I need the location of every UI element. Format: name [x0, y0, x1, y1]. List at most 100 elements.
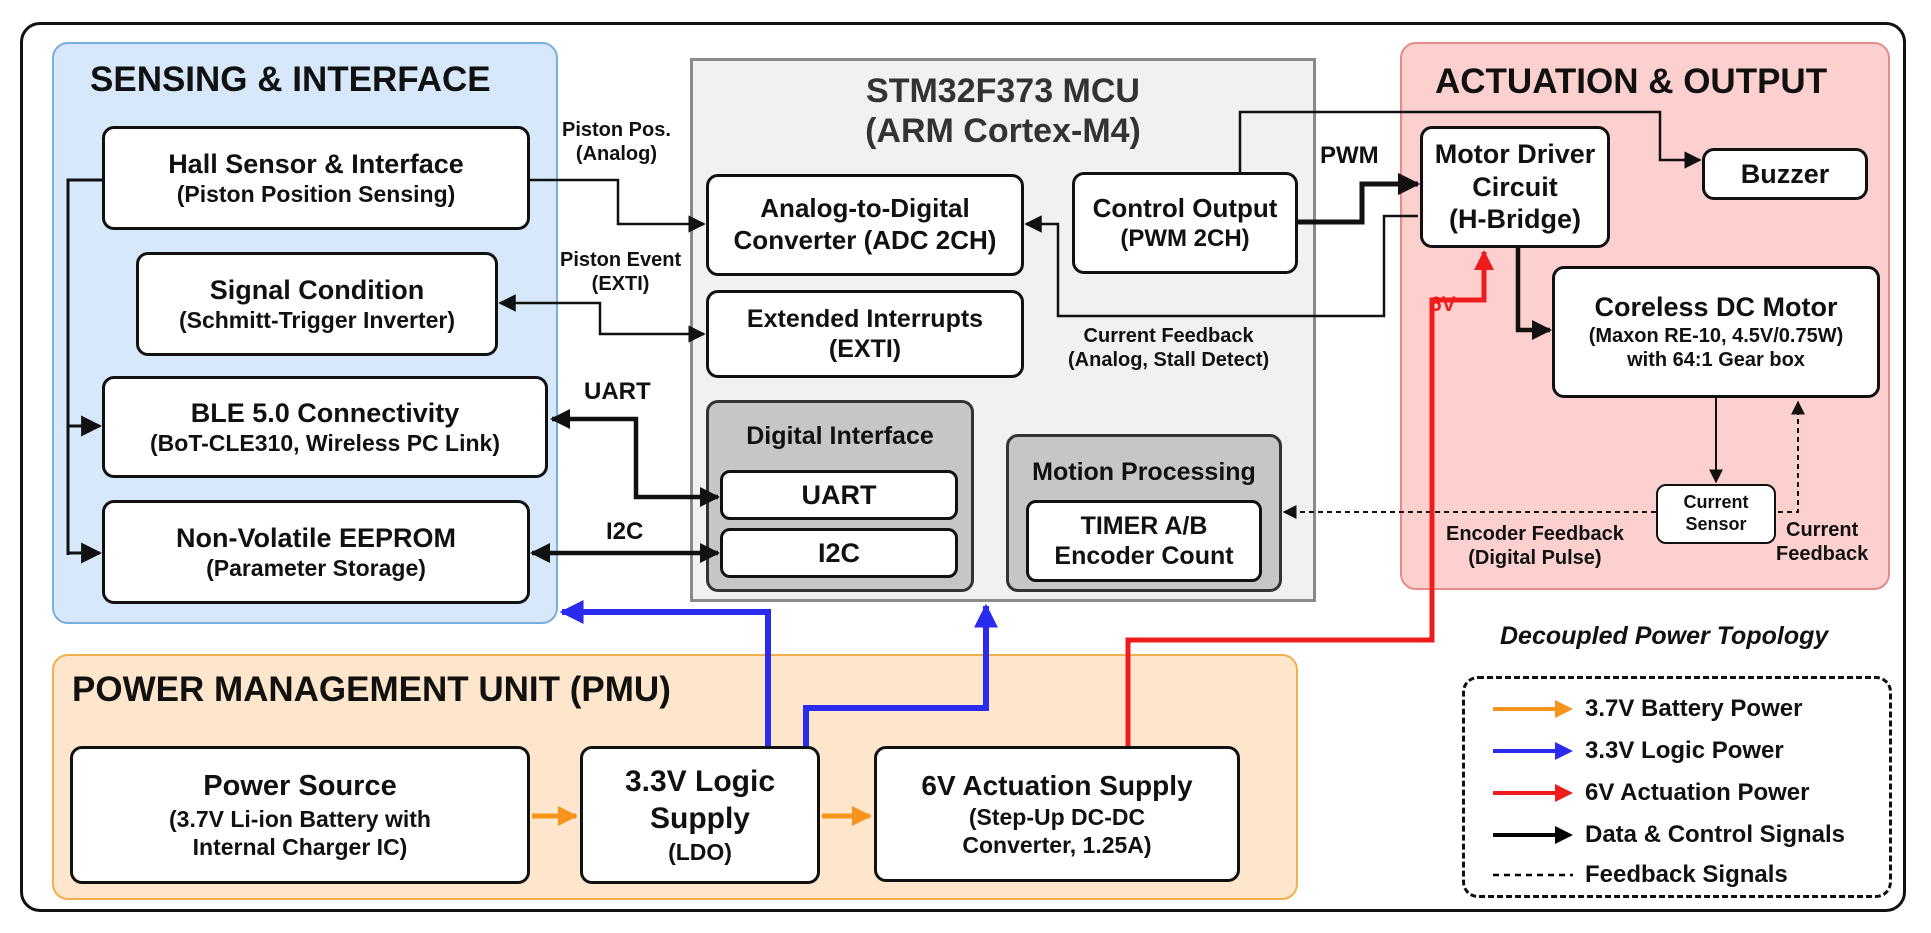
signal-condition-box: Signal Condition (Schmitt-Trigger Invert… [136, 252, 498, 356]
driver-to-motor-wire [1515, 248, 1553, 341]
hall-sensor-box: Hall Sensor & Interface (Piston Position… [102, 126, 530, 230]
timer-box: TIMER A/B Encoder Count [1026, 500, 1262, 582]
power-source-line2: (3.7V Li-ion Battery with [169, 805, 431, 832]
pwm-label: PWM [1320, 142, 1379, 169]
legend-arrow-logic [1493, 742, 1573, 760]
motor-spec: (Maxon RE-10, 4.5V/0.75W) [1588, 325, 1844, 348]
logic-supply-line2: Supply [649, 801, 750, 835]
sensing-title: SENSING & INTERFACE [90, 60, 491, 99]
signal-condition-subtitle: (Schmitt-Trigger Inverter) [178, 307, 456, 334]
piston-pos-label-1: Piston Pos. [562, 119, 671, 141]
legend-arrow-actuation [1493, 784, 1573, 802]
power-source-title: Power Source [203, 770, 397, 803]
legend-label-feedback: Feedback Signals [1585, 861, 1788, 888]
control-to-buzzer-wire [1238, 110, 1702, 172]
hall-to-adc-wire [530, 178, 706, 233]
legend-title: Decoupled Power Topology [1500, 622, 1829, 650]
current-sensor-line1: Current [1683, 492, 1749, 513]
coreless-motor-box: Coreless DC Motor (Maxon RE-10, 4.5V/0.7… [1552, 266, 1880, 398]
legend-item-data: Data & Control Signals [1489, 817, 1845, 853]
mcu-subtitle: (ARM Cortex-M4) [865, 112, 1141, 150]
legend-label-data: Data & Control Signals [1585, 821, 1846, 848]
adc-title: Analog-to-Digital [760, 193, 970, 224]
legend-arrow-battery [1493, 700, 1573, 718]
power-source-box: Power Source (3.7V Li-ion Battery with I… [70, 746, 530, 884]
piston-event-label-1: Piston Event [560, 249, 682, 271]
piston-pos-label: Piston Pos. (Analog) [562, 118, 671, 166]
six-volt-wire [1125, 250, 1494, 746]
adc-subtitle: Converter (ADC 2CH) [733, 225, 997, 255]
signal-exti-wire [498, 294, 706, 343]
control-output-title: Control Output [1092, 192, 1278, 223]
legend-label-actuation: 6V Actuation Power [1585, 779, 1810, 806]
exti-title: Extended Interrupts [746, 304, 984, 333]
buzzer-label: Buzzer [1740, 158, 1830, 189]
exti-subtitle: (EXTI) [828, 335, 902, 363]
digital-interface-title: Digital Interface [746, 422, 934, 450]
legend-arrow-data [1493, 826, 1573, 844]
legend-item-feedback: Feedback Signals [1489, 857, 1788, 893]
i2c-port-box: I2C [720, 528, 958, 578]
current-sensor-feedback-wire [1778, 400, 1805, 513]
uart-wire-label: UART [584, 378, 651, 405]
current-feedback-label-2: (Analog, Stall Detect) [1068, 349, 1270, 371]
current-feedback-label: Current Feedback (Analog, Stall Detect) [1068, 324, 1269, 372]
encoder-feedback-label-2: (Digital Pulse) [1468, 547, 1602, 569]
hall-sensor-subtitle: (Piston Position Sensing) [176, 181, 456, 208]
logic-supply-line3: (LDO) [668, 838, 732, 865]
power-source-line3: Internal Charger IC) [192, 833, 408, 860]
motor-driver-box: Motor Driver Circuit (H-Bridge) [1420, 126, 1610, 248]
mcu-title: STM32F373 MCU [866, 72, 1140, 110]
hall-sensor-title: Hall Sensor & Interface [168, 148, 464, 179]
eeprom-box: Non-Volatile EEPROM (Parameter Storage) [102, 500, 530, 604]
buzzer-box: Buzzer [1702, 148, 1868, 200]
timer-title: TIMER A/B [1080, 511, 1208, 540]
piston-pos-label-2: (Analog) [575, 143, 657, 165]
motor-title: Coreless DC Motor [1594, 292, 1838, 323]
motor-driver-line3: (H-Bridge) [1449, 204, 1581, 235]
ble-uart-wire [549, 408, 721, 508]
diagram-frame [20, 22, 1906, 912]
motor-driver-line1: Motor Driver [1434, 138, 1596, 169]
ble-connectivity-box: BLE 5.0 Connectivity (BoT-CLE310, Wirele… [102, 376, 548, 478]
exti-box: Extended Interrupts (EXTI) [706, 290, 1024, 378]
current-feedback-short-2: Feedback [1776, 543, 1869, 565]
current-feedback-short-label: Current Feedback [1776, 518, 1868, 566]
logic-to-sensing-wire [559, 600, 771, 746]
encoder-feedback-label: Encoder Feedback (Digital Pulse) [1446, 522, 1624, 570]
motor-gearbox: with 64:1 Gear box [1627, 349, 1805, 372]
piston-event-label-2: (EXTI) [591, 273, 650, 295]
current-feedback-label-1: Current Feedback [1083, 325, 1254, 347]
uart-port-label: UART [801, 479, 877, 510]
actuation-supply-title: 6V Actuation Supply [921, 769, 1193, 801]
current-sensor-box: Current Sensor [1656, 484, 1776, 544]
ble-subtitle: (BoT-CLE310, Wireless PC Link) [150, 430, 500, 457]
current-sensor-line2: Sensor [1685, 514, 1747, 534]
actuation-supply-line3: Converter, 1.25A) [962, 832, 1152, 859]
timer-subtitle: Encoder Count [1054, 542, 1234, 570]
pmu-title: POWER MANAGEMENT UNIT (PMU) [72, 670, 671, 709]
pwm-wire [1298, 172, 1421, 225]
actuation-supply-box: 6V Actuation Supply (Step-Up DC-DC Conve… [874, 746, 1240, 882]
legend-label-logic: 3.3V Logic Power [1585, 737, 1784, 764]
legend-item-actuation: 6V Actuation Power [1489, 775, 1809, 811]
hall-bus-wire [66, 178, 102, 555]
actuation-title: ACTUATION & OUTPUT [1435, 62, 1828, 101]
i2c-wire-label: I2C [606, 518, 644, 545]
uart-port-box: UART [720, 470, 958, 520]
current-feedback-wire [1024, 214, 1418, 318]
control-output-box: Control Output (PWM 2CH) [1072, 172, 1298, 274]
encoder-feedback-label-1: Encoder Feedback [1446, 523, 1624, 545]
legend-item-battery: 3.7V Battery Power [1489, 691, 1802, 727]
six-volt-label: 6V [1430, 293, 1456, 316]
actuation-supply-line2: (Step-Up DC-DC [968, 804, 1146, 831]
eeprom-subtitle: (Parameter Storage) [206, 555, 426, 582]
motor-driver-line2: Circuit [1472, 171, 1558, 202]
adc-box: Analog-to-Digital Converter (ADC 2CH) [706, 174, 1024, 276]
legend-label-battery: 3.7V Battery Power [1585, 695, 1803, 722]
logic-to-mcu-wire [803, 603, 998, 746]
logic-supply-box: 3.3V Logic Supply (LDO) [580, 746, 820, 884]
legend-line-feedback [1493, 873, 1573, 877]
motion-processing-title: Motion Processing [1032, 458, 1256, 486]
